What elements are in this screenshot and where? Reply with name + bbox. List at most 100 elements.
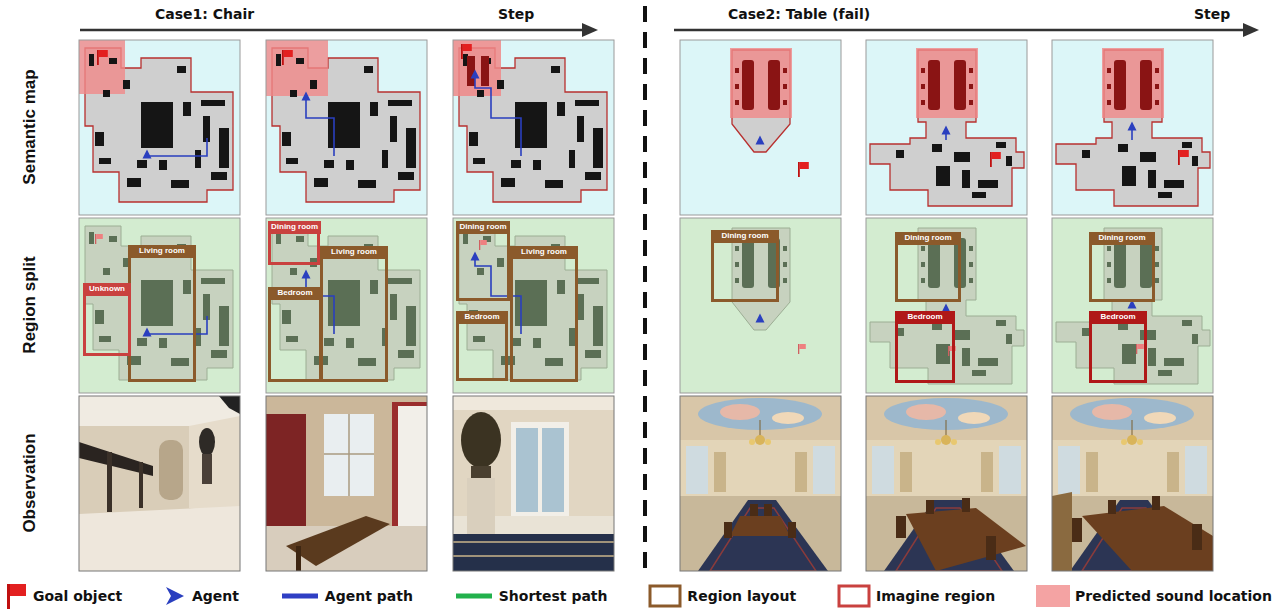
observation-photo-part-part: [199, 428, 215, 456]
step-arrow-part: [582, 23, 598, 37]
legend-item: Region layout: [648, 582, 796, 610]
region-map-part-part: [272, 226, 420, 380]
semantic-map-part-part: [459, 48, 607, 202]
region-tag: Bedroom: [895, 311, 955, 324]
semantic-map-part-part: [756, 136, 765, 145]
legend-icon: [648, 582, 682, 610]
region-map: [866, 218, 1027, 393]
region-map: [680, 218, 841, 393]
semantic-map-part: [1052, 40, 1213, 215]
observation-photo-part-part: [906, 508, 1026, 571]
semantic-map-part: [453, 40, 614, 215]
legend-text: Goal object: [33, 588, 122, 604]
semantic-map-part-part: [735, 60, 787, 110]
region-map: [79, 218, 240, 393]
region-map-part: [266, 218, 427, 393]
region-map-part-part: [79, 218, 240, 393]
region-tag: Unknown: [83, 283, 131, 296]
region-map-part: [680, 218, 841, 393]
semantic-map-part-part: [866, 40, 1027, 215]
row-label: Observation: [20, 433, 40, 532]
observation-photo-part-part: [896, 516, 906, 538]
region-map-part: [866, 218, 1027, 393]
legend-item: Imagine region: [837, 582, 995, 610]
flag-pole: [7, 584, 10, 609]
semantic-map-part: [453, 40, 614, 215]
observation-photo-part-part: [1072, 518, 1082, 542]
observation-photo-part-part: [471, 466, 491, 478]
observation-photo-part-part: [348, 414, 350, 496]
semantic-map-part-part: [475, 76, 521, 156]
semantic-map-part-part: [1102, 48, 1164, 118]
semantic-map-part-part: [463, 54, 603, 188]
semantic-map-part: [866, 40, 1027, 215]
region-map-part-part: [85, 226, 233, 380]
observation-photo-part-part: [1052, 492, 1072, 571]
region-box: Dining room: [895, 232, 961, 302]
row-label: Region split: [20, 256, 40, 353]
region-map-part: [453, 218, 614, 393]
region-map-part: [1052, 218, 1213, 393]
semantic-map-part-part: [921, 60, 973, 110]
legend-item: Predicted sound location: [1036, 585, 1272, 607]
region-tag: Bedroom: [456, 311, 508, 324]
region-map-part-part: [735, 238, 787, 288]
region-map-part: [453, 218, 614, 393]
observation-photo-part: [79, 396, 240, 571]
region-map-part: [79, 218, 240, 393]
observation-photo-part: [453, 396, 614, 571]
semantic-map-part-part: [306, 98, 334, 156]
region-tag: Dining room: [1089, 232, 1155, 245]
semantic-map-part-part: [481, 56, 489, 86]
region-map-part-part: [459, 226, 607, 380]
observation-photo-part: [266, 396, 427, 571]
region-map-part-part: [453, 218, 614, 393]
semantic-map: [866, 40, 1027, 215]
semantic-map-part-part: [97, 50, 108, 65]
observation-photo-part-part: [219, 396, 240, 414]
observation-photo-part-part: [453, 542, 614, 556]
row-label: Semantic map: [20, 69, 40, 184]
step-arrow: [80, 23, 1259, 37]
semantic-map-part-part: [143, 150, 152, 159]
semantic-map-part-part: [1052, 40, 1213, 215]
semantic-map-part-part: [467, 56, 475, 86]
observation-photo-part-part: [1152, 496, 1160, 510]
observation-photo-part-part: [286, 516, 390, 566]
observation-photo-part-part: [788, 522, 796, 538]
observation-photo-part-part: [724, 522, 732, 538]
region-map-part: [866, 218, 1027, 393]
legend-item: Agent: [163, 582, 239, 610]
region-tag: Bedroom: [1089, 311, 1147, 324]
observation-photo: [866, 396, 1027, 571]
region-box: Living room: [320, 246, 388, 382]
legend-icon: [4, 582, 28, 610]
observation-photo: [266, 396, 427, 571]
observation-photo-part: [866, 396, 1027, 571]
step-label: Step: [1194, 5, 1230, 23]
region-map-part: [266, 218, 427, 393]
semantic-map-part-part: [302, 92, 311, 101]
box-sample: [839, 586, 869, 606]
semantic-map-part-part: [680, 40, 841, 215]
region-map-part: [1052, 218, 1213, 393]
semantic-map-part-part: [990, 152, 1001, 167]
region-box: Living room: [128, 245, 196, 382]
region-map-part-part: [95, 234, 103, 244]
observation-photo-part-part: [296, 546, 301, 571]
semantic-map-part-part: [896, 142, 1012, 198]
observation-photo: [680, 396, 841, 571]
region-map-part-part: [1136, 344, 1144, 354]
step-arrow-part: [674, 29, 1246, 32]
observation-photo-part-part: [542, 428, 564, 512]
observation-photo-part-part: [202, 454, 212, 484]
observation-photo-part-part: [750, 504, 758, 516]
semantic-map: [680, 40, 841, 215]
legend-item: Shortest path: [454, 582, 608, 610]
semantic-map-part: [680, 40, 841, 215]
observation-photo-part-part: [189, 416, 240, 516]
observation-photo-part-part: [453, 396, 614, 571]
observation-photo-part-part: [139, 462, 143, 508]
observation-photo-part-part: [266, 414, 306, 534]
